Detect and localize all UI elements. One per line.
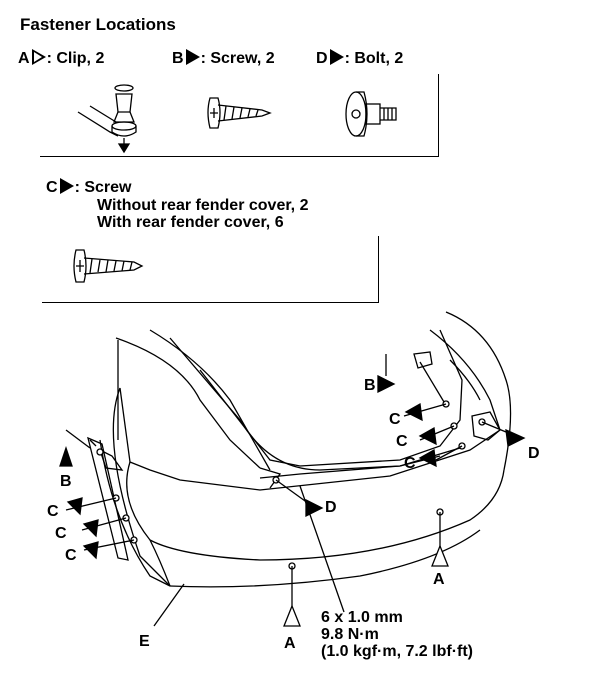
callout-e: E xyxy=(139,633,150,650)
callout-c6: C xyxy=(65,547,77,564)
open-arrows xyxy=(283,544,449,627)
solid-triangle-icon xyxy=(329,49,344,65)
callout-c4: C xyxy=(47,503,59,520)
solid-triangle-icon xyxy=(59,178,74,194)
arrow-a-center xyxy=(283,604,301,627)
arrow-b-top xyxy=(377,374,396,394)
legend-text-a: : Clip, 2 xyxy=(46,50,105,67)
legend-letter-b: B xyxy=(172,50,184,67)
arrow-c5 xyxy=(82,519,99,538)
legend-bolt-d: D : Bolt, 2 xyxy=(316,49,403,68)
legend-screw-c: C : Screw xyxy=(46,178,131,197)
torque-value: 9.8 N·m xyxy=(321,626,379,643)
legend-clip-a: A : Clip, 2 xyxy=(18,49,104,68)
legend-box-top xyxy=(40,74,439,157)
arrow-d-right xyxy=(505,428,526,447)
legend-letter-c: C xyxy=(46,179,58,196)
torque-conversion: (1.0 kgf·m, 7.2 lbf·ft) xyxy=(321,643,474,660)
page-title: Fastener Locations xyxy=(20,15,176,34)
arrow-a-right xyxy=(431,544,449,567)
legend-text-c: : Screw xyxy=(74,179,132,196)
legend-letter-d: D xyxy=(316,50,328,67)
arrow-c3 xyxy=(418,448,437,468)
legend-box-bottom xyxy=(42,236,379,303)
torque-size: 6 x 1.0 mm xyxy=(321,609,403,626)
callout-arrows xyxy=(59,374,526,560)
arrow-c2 xyxy=(418,426,437,446)
rear-bumper xyxy=(87,311,512,588)
callout-d-center: D xyxy=(325,499,337,516)
screw-icon xyxy=(73,249,144,283)
clip-icon xyxy=(77,84,137,154)
legend-c-line2: With rear fender cover, 6 xyxy=(97,214,284,231)
callout-c1: C xyxy=(389,411,401,428)
legend-text-d: : Bolt, 2 xyxy=(344,50,404,67)
callout-c2: C xyxy=(396,433,408,450)
bolt-icon xyxy=(345,91,397,137)
callout-b-top: B xyxy=(364,377,376,394)
callout-c3: C xyxy=(404,455,416,472)
solid-triangle-icon xyxy=(185,49,200,65)
arrow-d-center xyxy=(305,498,324,518)
open-triangle-icon xyxy=(31,49,46,65)
legend-c-line1: Without rear fender cover, 2 xyxy=(97,197,309,214)
arrow-c1 xyxy=(404,402,423,422)
callout-d-right: D xyxy=(528,445,540,462)
legend-screw-b: B : Screw, 2 xyxy=(172,49,275,68)
callout-a-center: A xyxy=(284,635,296,652)
legend-letter-a: A xyxy=(18,50,30,67)
arrow-c4 xyxy=(66,497,83,516)
arrow-c6 xyxy=(82,541,99,560)
callout-c5: C xyxy=(55,525,67,542)
callout-b-left: B xyxy=(60,473,72,490)
fastener-points xyxy=(96,400,486,570)
screw-icon xyxy=(207,97,272,129)
legend-text-b: : Screw, 2 xyxy=(200,50,275,67)
callout-a-right: A xyxy=(433,571,445,588)
arrow-b-left xyxy=(59,445,73,467)
